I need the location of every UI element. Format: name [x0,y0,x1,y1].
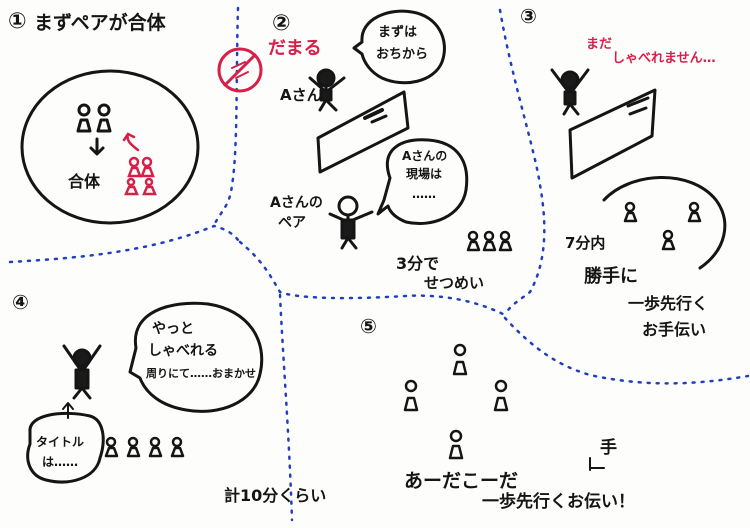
bubble-pair-line2: 現場は [406,167,443,181]
divider-left-horizontal [8,224,240,264]
cheering-person-icon [550,68,590,116]
prohibited-icon [217,47,263,93]
panel-dividers [8,6,750,522]
still-cannot-line2: しゃべれません… [612,51,716,66]
chant-label: あーだこーだ [404,470,519,492]
bubble-pair-icon [376,138,469,225]
huddle-people-icon [623,201,702,251]
divider-right-vertical [498,8,546,317]
pair-label-line2: ペア [278,215,306,231]
slogan-label: 一歩先行くお伝い！ [482,492,635,512]
panel5-number: ⑤ [360,314,377,338]
action-label: せつめい [424,274,485,292]
talking-person-icon [62,344,102,400]
panel1-circle [20,69,200,225]
merge-label: 合体 [68,172,101,191]
divider-lower-right [503,316,750,385]
hand-char: 手 [600,438,617,458]
down-arrow-icon [89,137,105,156]
huddle-arc-icon [602,176,727,270]
help-line1: 勝手に [584,266,638,287]
finally-line1: やっと [152,321,194,337]
panel1-number: ① [8,9,27,34]
still-cannot-line1: まだ [586,37,613,52]
help-line2: 一歩先行く [628,294,709,313]
pair-person-icon [328,195,374,250]
panel3-number: ③ [520,4,537,28]
help-line3: お手伝い [642,320,707,339]
pair-label-line1: Aさんの [270,195,323,211]
panel2-number: ② [272,11,291,36]
desk-icon [316,90,410,174]
title-bubble-icon [26,411,105,484]
finally-line3: 周りにて……おまかせ [146,367,256,380]
bubble-first-icon [352,9,446,85]
bubble-first-line2: おちから [376,47,429,62]
divider-vertical-top [212,6,240,227]
red-pair-icon [124,156,157,196]
hand-underline-icon [589,457,605,471]
panel4-number: ④ [12,290,29,314]
listeners-icon [466,230,513,252]
bubble-talk-icon [128,301,264,413]
circle-people-icon [403,343,509,460]
finally-line2: しゃべれる [148,343,218,359]
desk-icon-2 [568,88,657,180]
title-label-line2: は…… [42,455,79,469]
person-a-icon [308,68,346,112]
bubble-pair-line1: Aさんの [402,149,448,163]
total-time-label: 計10分くらい [224,486,327,505]
person-a-label: Aさん [280,86,322,104]
curved-arrow-icon [122,132,140,152]
audience-icon [104,436,185,458]
title-label-line1: タイトル [36,435,85,449]
seven-minutes-label: 7分内 [565,234,606,252]
black-pair-icon [76,103,112,133]
panel1-title: まずペアが合体 [34,12,166,34]
bubble-pair-line3: …… [412,187,436,201]
forbidden-word: だまる [268,38,322,59]
up-arrow-icon [62,402,74,419]
time-label: 3分で [396,254,440,273]
bubble-first-line1: まずは [378,25,418,40]
divider-middle [238,240,507,317]
